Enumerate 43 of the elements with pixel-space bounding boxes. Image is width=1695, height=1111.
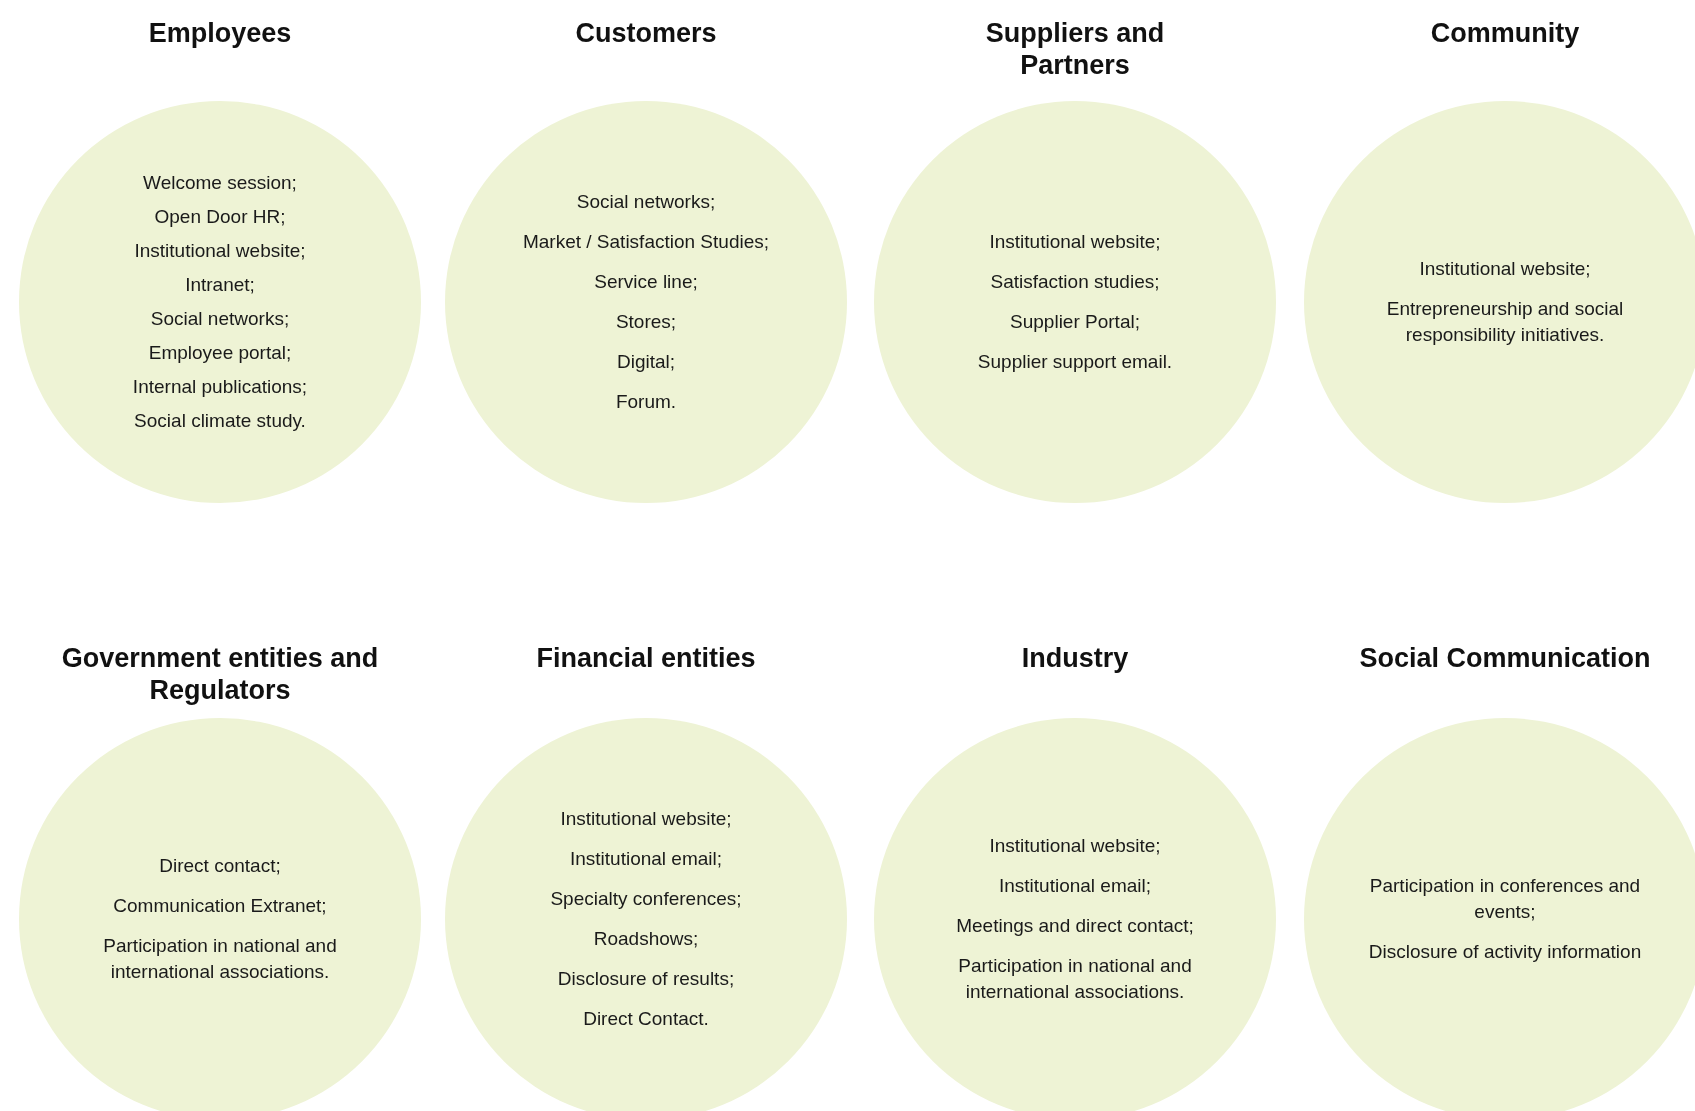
channel-item: Social networks; bbox=[575, 190, 717, 214]
channel-item: Disclosure of activity information bbox=[1367, 940, 1643, 964]
channel-item: Meetings and direct contact; bbox=[955, 914, 1195, 938]
channel-item: Supplier Portal; bbox=[1009, 310, 1141, 334]
channel-item: Participation in national and international associations. bbox=[957, 954, 1193, 1004]
channel-item: Entrepreneurship and social responsibility initiatives. bbox=[1385, 297, 1625, 347]
channel-item: Open Door HR; bbox=[153, 205, 287, 229]
channel-item: Supplier support email. bbox=[976, 350, 1174, 374]
channel-item: Service line; bbox=[593, 270, 699, 294]
channel-item: Stores; bbox=[614, 310, 678, 334]
stakeholder-heading: Suppliers and Partners bbox=[984, 17, 1166, 81]
channel-item: Institutional email; bbox=[568, 847, 724, 871]
channel-item: Forum. bbox=[614, 390, 678, 414]
channel-item: Institutional website; bbox=[1418, 257, 1592, 281]
channel-item: Digital; bbox=[615, 350, 677, 374]
channel-item: Direct contact; bbox=[158, 854, 282, 878]
channel-item: Institutional website; bbox=[559, 807, 733, 831]
stakeholder-heading: Financial entities bbox=[535, 642, 757, 674]
channel-item: Internal publications; bbox=[131, 375, 309, 399]
channel-item: Participation in national and international associations. bbox=[102, 934, 338, 984]
stakeholder-heading: Community bbox=[1429, 17, 1581, 49]
stakeholder-heading: Industry bbox=[1020, 642, 1130, 674]
stakeholder-heading: Social Communication bbox=[1358, 642, 1652, 674]
channel-item: Social networks; bbox=[149, 307, 291, 331]
channel-item: Satisfaction studies; bbox=[989, 270, 1161, 294]
channel-item: Institutional email; bbox=[997, 874, 1153, 898]
channel-item: Social climate study. bbox=[133, 409, 307, 433]
channel-item: Market / Satisfaction Studies; bbox=[521, 230, 771, 254]
channel-item: Institutional website; bbox=[988, 230, 1162, 254]
stakeholder-heading: Customers bbox=[574, 17, 718, 49]
channel-item: Intranet; bbox=[184, 273, 256, 297]
channel-item: Roadshows; bbox=[592, 927, 700, 951]
channel-item: Welcome session; bbox=[142, 171, 298, 195]
channel-item: Communication Extranet; bbox=[112, 894, 328, 918]
channel-item: Employee portal; bbox=[147, 341, 293, 365]
channel-item: Institutional website; bbox=[133, 239, 307, 263]
channel-item: Disclosure of results; bbox=[556, 967, 736, 991]
channel-item: Specialty conferences; bbox=[549, 887, 743, 911]
stakeholder-heading: Government entities and Regulators bbox=[60, 642, 380, 706]
channel-item: Direct Contact. bbox=[582, 1007, 710, 1031]
channel-item: Institutional website; bbox=[988, 834, 1162, 858]
channel-item: Participation in conferences and events; bbox=[1368, 874, 1642, 924]
stakeholder-heading: Employees bbox=[147, 17, 293, 49]
